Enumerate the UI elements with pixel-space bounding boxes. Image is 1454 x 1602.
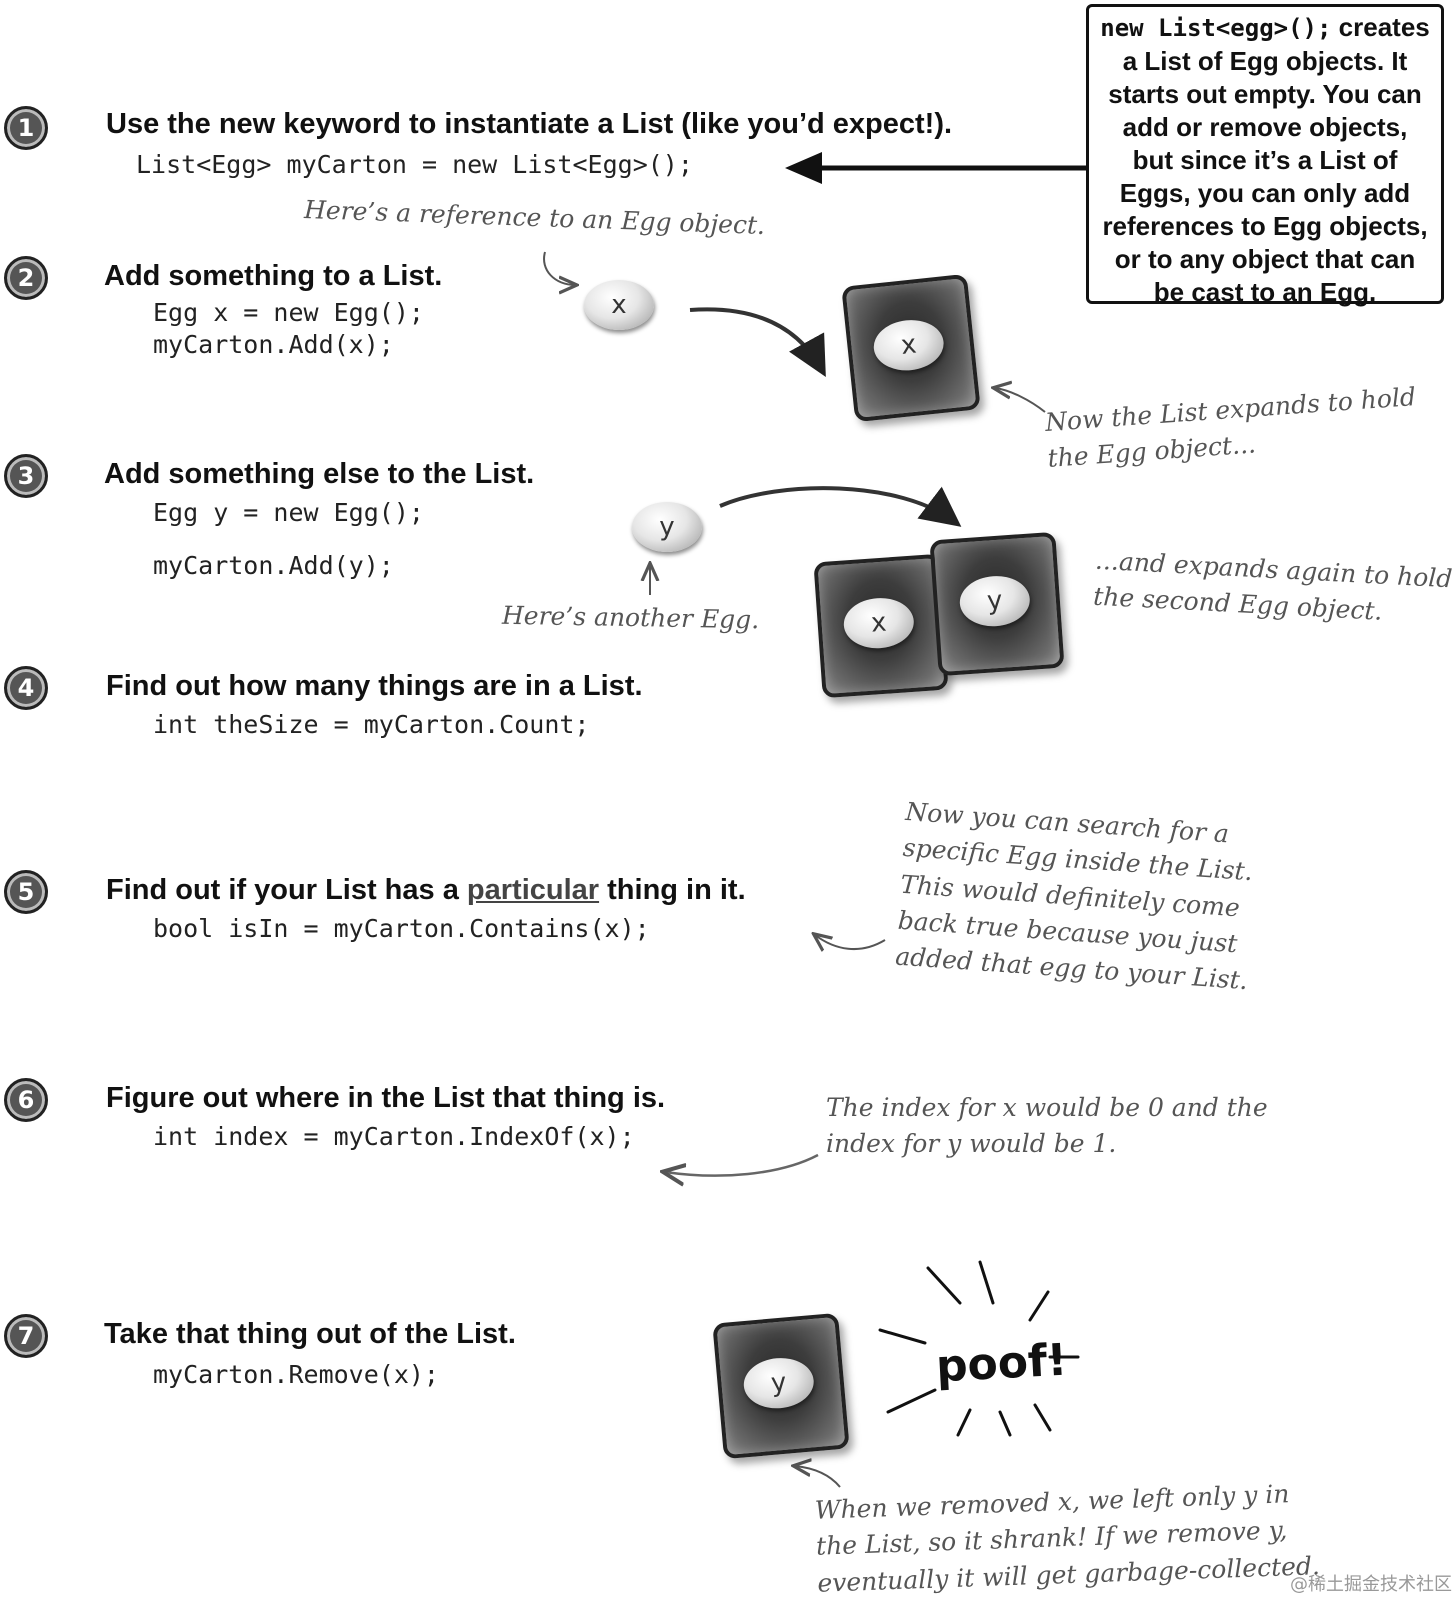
step-number-4: 4	[4, 666, 48, 710]
step-4-heading: Find out how many things are in a List.	[106, 670, 643, 703]
egg-x-in-list: x	[871, 317, 946, 374]
step-5-heading-emphasis: particular	[467, 874, 599, 906]
step-1-code: List<Egg> myCarton = new List<Egg>();	[136, 150, 693, 179]
list-carton-1: x	[841, 274, 981, 422]
step-2-code-line-1: Egg x = new Egg();	[153, 298, 424, 327]
arrow-removed-note	[795, 1466, 840, 1487]
step-3-code-line-2: myCarton.Add(y);	[153, 551, 394, 580]
egg-y-label: y	[986, 586, 1003, 617]
arrow-egg-y-to-list	[720, 488, 955, 522]
egg-x-label: x	[611, 290, 626, 320]
step-7-heading: Take that thing out of the List.	[104, 1318, 516, 1351]
arrow-index-note	[665, 1155, 818, 1176]
step-5-code: bool isIn = myCarton.Contains(x);	[153, 914, 650, 943]
arrow-reference-note	[544, 252, 575, 285]
note-removed: When we removed x, we left only y in the…	[814, 1475, 1320, 1601]
step-3-code-line-1: Egg y = new Egg();	[153, 498, 424, 527]
egg-y-label: y	[770, 1368, 788, 1399]
egg-y-in-list: y	[742, 1355, 816, 1411]
arrow-search-note	[815, 935, 885, 949]
arrow-expands-note	[995, 388, 1045, 412]
step-1-heading: Use the new keyword to instantiate a Lis…	[106, 108, 952, 141]
step-number-7: 7	[4, 1314, 48, 1358]
step-2-heading: Add something to a List.	[104, 260, 442, 293]
step-5-heading-end: thing in it.	[599, 874, 746, 906]
step-5-heading: Find out if your List has a particular t…	[106, 874, 746, 907]
step-6-code: int index = myCarton.IndexOf(x);	[153, 1122, 635, 1151]
arrow-egg-x-to-list	[690, 309, 822, 370]
poof-label: poof!	[935, 1335, 1069, 1393]
step-3-heading: Add something else to the List.	[104, 458, 534, 491]
egg-y-in-list: y	[958, 574, 1031, 629]
step-4-code: int theSize = myCarton.Count;	[153, 710, 590, 739]
note-line: index for y would be 1.	[826, 1126, 1268, 1162]
callout-arrow	[785, 152, 1086, 184]
step-number-1: 1	[4, 106, 48, 150]
step-number-2: 2	[4, 256, 48, 300]
list-carton-3: y	[712, 1313, 849, 1459]
step-number-3: 3	[4, 454, 48, 498]
list-carton-2-slot-1: x	[813, 554, 948, 698]
note-search: Now you can search for a specific Egg in…	[894, 794, 1259, 999]
note-another-egg: Here’s another Egg.	[502, 598, 760, 639]
egg-x: x	[584, 280, 654, 330]
step-number-6: 6	[4, 1078, 48, 1122]
step-6-heading: Figure out where in the List that thing …	[106, 1082, 665, 1115]
note-line: The index for x would be 0 and the	[826, 1090, 1268, 1126]
step-2-code-line-2: myCarton.Add(x);	[153, 330, 394, 359]
egg-x-label: x	[870, 608, 887, 639]
step-number-5: 5	[4, 870, 48, 914]
watermark: @稀土掘金技术社区	[1290, 1570, 1452, 1596]
note-index: The index for x would be 0 and the index…	[826, 1090, 1268, 1163]
egg-y: y	[632, 502, 702, 552]
list-carton-2-slot-2: y	[929, 532, 1064, 676]
egg-y-label: y	[659, 512, 674, 542]
step-7-code: myCarton.Remove(x);	[153, 1360, 439, 1389]
step-5-heading-start: Find out if your List has a	[106, 874, 467, 906]
egg-x-label: x	[899, 330, 917, 361]
egg-x-in-list: x	[842, 596, 915, 651]
